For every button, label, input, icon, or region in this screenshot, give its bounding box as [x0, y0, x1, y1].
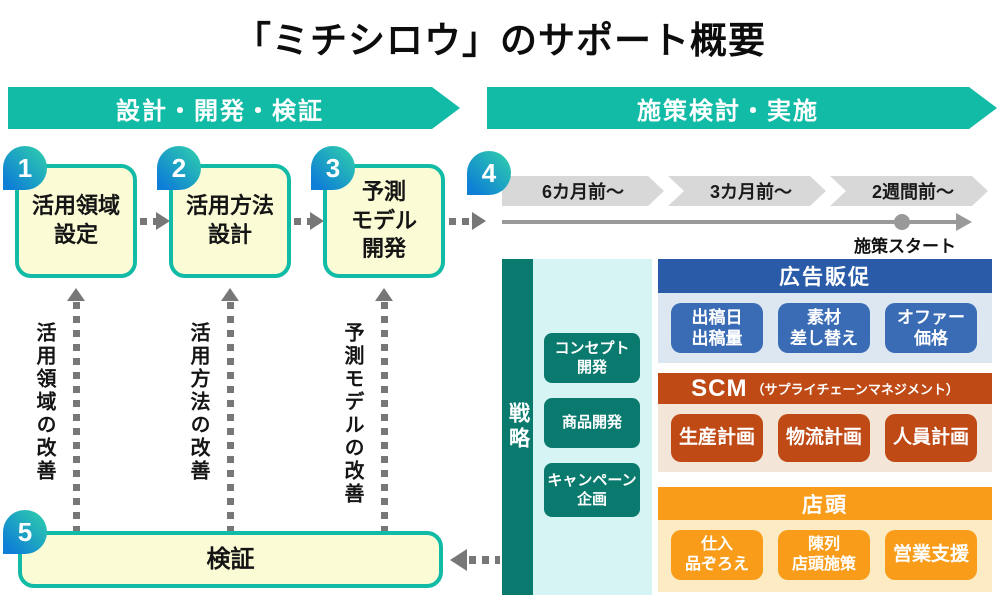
step-box-1: 活用領域 設定 — [15, 164, 137, 278]
strategy-item-product: 商品開発 — [544, 398, 640, 448]
connector-3-timeline-arrow-icon — [472, 212, 486, 230]
phase-banner-implement: 施策検討・実施 — [487, 87, 997, 129]
section-store-header: 店頭 — [658, 487, 992, 520]
strategy-bar: 戦略 — [502, 259, 533, 595]
feedback-arrow-up-3-icon — [375, 288, 393, 301]
feedback-arrow-up-2-icon — [221, 288, 239, 301]
scm-item-production-label: 生産計画 — [678, 427, 755, 449]
ad-item-insertion: 出稿日 出稿量 — [671, 303, 763, 353]
store-item-purchasing-label: 仕入 品ぞろえ — [684, 536, 749, 573]
section-store: 店頭 仕入 品ぞろえ 陳列 店頭施策 営業支援 — [658, 487, 992, 592]
ad-item-offer-label: オファー 価格 — [897, 307, 965, 348]
connector-into-verify-arrow-icon — [450, 549, 467, 571]
scm-item-personnel-label: 人員計画 — [892, 427, 969, 449]
strategy-item-concept-label: コンセプト 開発 — [554, 339, 630, 377]
step-box-2: 活用方法 設計 — [169, 164, 291, 278]
strategy-label: 戦略 — [506, 402, 530, 452]
section-scm-header: SCM （サプライチェーンマネジメント） — [658, 373, 992, 404]
ad-item-material-label: 素材 差し替え — [790, 307, 858, 348]
timeline-start-dot — [894, 214, 910, 230]
phase-banner-design: 設計・開発・検証 — [8, 87, 460, 129]
timeline-phase-6months: 6カ月前〜 — [502, 176, 664, 206]
step-2-number: 2 — [171, 152, 187, 183]
timeline-start-label: 施策スタート — [854, 237, 956, 256]
connector-2-3-arrow-icon — [310, 212, 324, 230]
section-advertising-title: 広告販促 — [779, 266, 871, 289]
ad-item-offer: オファー 価格 — [885, 303, 977, 353]
page-title: 「ミチシロウ」のサポート概要 — [234, 20, 766, 61]
step-5-badge: 5 — [3, 510, 47, 554]
step-1-badge: 1 — [3, 146, 47, 190]
section-scm: SCM （サプライチェーンマネジメント） 生産計画 物流計画 人員計画 — [658, 373, 992, 472]
scm-item-logistics: 物流計画 — [778, 414, 870, 462]
section-scm-title: SCM — [691, 374, 748, 402]
feedback-arrow-up-1-icon — [67, 288, 85, 301]
timeline-phase-2weeks-label: 2週間前〜 — [871, 182, 954, 202]
connector-1-2-arrow-icon — [156, 212, 170, 230]
strategy-item-product-label: 商品開発 — [561, 414, 622, 432]
timeline-phase-6months-label: 6カ月前〜 — [541, 182, 624, 202]
connector-into-verify-dashes — [469, 556, 500, 564]
scm-item-logistics-label: 物流計画 — [785, 427, 862, 449]
ad-item-insertion-label: 出稿日 出稿量 — [691, 307, 743, 348]
strategy-item-concept: コンセプト 開発 — [544, 333, 640, 383]
store-item-sales-support-label: 営業支援 — [892, 544, 969, 566]
step-3-label: 予測 モデル 開発 — [350, 179, 417, 262]
improvement-label-1: 活用領域の改善 — [33, 322, 55, 483]
step-2-badge: 2 — [157, 146, 201, 190]
store-item-purchasing: 仕入 品ぞろえ — [671, 530, 763, 580]
step-1-label: 活用領域 設定 — [31, 193, 120, 247]
connector-2-3-dashes — [294, 218, 311, 225]
strategy-item-campaign: キャンペーン 企画 — [544, 463, 640, 517]
timeline-arrow-icon — [956, 213, 972, 231]
section-advertising-header: 広告販促 — [658, 259, 992, 293]
section-advertising: 広告販促 出稿日 出稿量 素材 差し替え オファー 価格 — [658, 259, 992, 363]
step-box-5: 検証 — [18, 531, 443, 588]
timeline-axis — [502, 220, 958, 224]
phase-banner-implement-label: 施策検討・実施 — [637, 97, 819, 125]
step-box-3: 予測 モデル 開発 — [323, 164, 445, 278]
step-2-label: 活用方法 設計 — [185, 193, 274, 247]
step-3-badge: 3 — [311, 146, 355, 190]
improvement-label-3: 予測モデルの改善 — [341, 322, 363, 506]
section-store-title: 店頭 — [802, 493, 848, 517]
feedback-line-2 — [227, 302, 234, 531]
feedback-line-1 — [73, 302, 80, 531]
step-1-number: 1 — [17, 152, 33, 183]
feedback-line-3 — [381, 302, 388, 531]
step-5-label: 検証 — [206, 545, 255, 573]
step-4-badge: 4 — [467, 151, 511, 195]
connector-1-2-dashes — [140, 218, 157, 225]
store-item-display: 陳列 店頭施策 — [778, 530, 870, 580]
store-item-display-label: 陳列 店頭施策 — [791, 536, 856, 573]
strategy-item-campaign-label: キャンペーン 企画 — [547, 471, 637, 509]
ad-item-material: 素材 差し替え — [778, 303, 870, 353]
connector-3-timeline-dashes — [449, 218, 473, 225]
section-scm-subtitle: （サプライチェーンマネジメント） — [751, 382, 959, 397]
timeline-phase-2weeks: 2週間前〜 — [830, 176, 988, 206]
timeline-phase-3months-label: 3カ月前〜 — [709, 182, 792, 202]
phase-banner-design-label: 設計・開発・検証 — [116, 97, 324, 125]
step-3-number: 3 — [325, 152, 341, 183]
timeline-phase-3months: 3カ月前〜 — [668, 176, 826, 206]
improvement-label-2: 活用方法の改善 — [187, 322, 209, 483]
step-5-number: 5 — [17, 516, 33, 547]
store-item-sales-support: 営業支援 — [885, 530, 977, 580]
scm-item-personnel: 人員計画 — [885, 414, 977, 462]
step-4-number: 4 — [481, 157, 497, 188]
scm-item-production: 生産計画 — [671, 414, 763, 462]
